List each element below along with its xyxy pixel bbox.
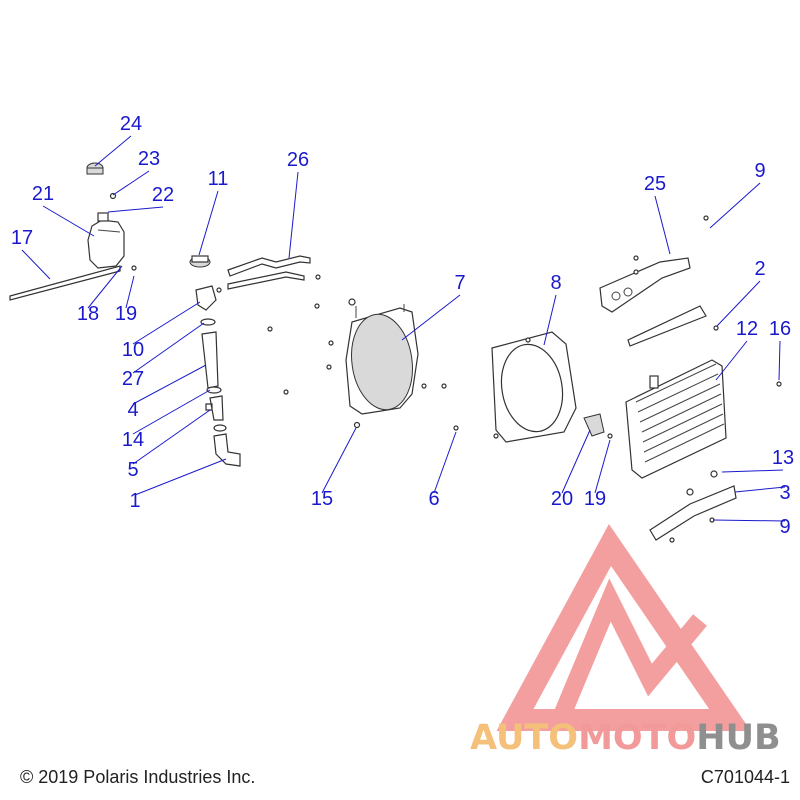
hose-clamp-1 — [213, 424, 227, 432]
leader-line-c21 — [42, 205, 95, 237]
leader-line-c24 — [94, 135, 132, 167]
callout-c16: 16 — [769, 318, 791, 340]
leader-line-c6 — [433, 431, 457, 494]
leader-line-c5 — [132, 409, 211, 465]
vent-hose-2 — [627, 305, 707, 347]
leader-line-c13 — [721, 469, 784, 473]
callout-c22: 22 — [152, 184, 174, 206]
tank-cap — [86, 162, 104, 175]
leader-line-c23 — [112, 170, 150, 196]
callout-c5: 5 — [127, 459, 138, 481]
leader-line-c3 — [734, 486, 786, 493]
callout-c26: 26 — [287, 149, 309, 171]
support-bracket — [599, 255, 691, 313]
brand-auto: AUTO — [470, 718, 579, 758]
leader-line-c26 — [288, 171, 299, 259]
leader-line-c22 — [107, 206, 164, 213]
leader-line-c7 — [401, 294, 461, 341]
hose-clamp-14 — [206, 386, 222, 394]
leader-line-c4 — [132, 364, 207, 405]
callout-c8: 8 — [550, 272, 561, 294]
callout-c14: 14 — [122, 429, 144, 451]
hose-tee-5 — [205, 395, 224, 421]
triangle-logo-icon — [496, 523, 751, 731]
leader-line-c17 — [21, 249, 51, 280]
radiator-core — [625, 359, 727, 479]
callout-c1: 1 — [129, 490, 140, 512]
brand-hub: HUB — [696, 718, 781, 758]
leader-line-c25 — [654, 195, 671, 255]
callout-c23: 23 — [138, 148, 160, 170]
callout-c11: 11 — [208, 168, 229, 190]
callout-c18: 18 — [77, 303, 99, 325]
leader-line-c1 — [134, 458, 227, 496]
coolant-hose-4 — [201, 331, 219, 389]
callout-c6: 6 — [428, 488, 439, 510]
fan-bolts — [267, 274, 459, 431]
drawing-id: C701044-1 — [700, 767, 790, 787]
callout-c20: 20 — [551, 488, 573, 510]
callout-c24: 24 — [120, 113, 142, 135]
leader-line-c19b — [594, 439, 611, 494]
leader-line-c11 — [198, 190, 219, 256]
callout-c9a: 9 — [754, 160, 765, 182]
leader-line-c27 — [132, 322, 205, 374]
screw-19b — [607, 433, 613, 439]
long-hose-26 — [227, 255, 311, 290]
callout-c19a: 19 — [115, 303, 137, 325]
leader-line-c12 — [715, 340, 748, 381]
filler-neck — [195, 285, 222, 311]
leader-line-c16 — [778, 340, 781, 381]
screw-19a — [131, 265, 137, 271]
leader-line-c9a — [709, 182, 761, 229]
callout-c13: 13 — [772, 447, 794, 469]
expansion-tank — [87, 212, 125, 269]
elbow-hose-1 — [213, 433, 241, 467]
callout-c17: 17 — [11, 227, 33, 249]
leader-line-c19a — [125, 275, 135, 309]
leader-line-c8 — [543, 294, 557, 346]
leader-line-c2 — [716, 280, 761, 327]
callout-c2: 2 — [754, 258, 765, 280]
callout-c19b: 19 — [584, 488, 606, 510]
fan-assembly — [345, 298, 419, 415]
callout-c3: 3 — [779, 482, 790, 504]
callout-c12: 12 — [736, 318, 758, 340]
bracket-20 — [583, 413, 605, 437]
callout-c25: 25 — [644, 173, 666, 195]
radiator-shroud — [491, 331, 577, 443]
leader-line-c15 — [321, 427, 357, 494]
callout-c10: 10 — [122, 339, 144, 361]
callout-c7: 7 — [454, 272, 465, 294]
leader-line-c10 — [132, 301, 201, 345]
screw-9a — [703, 215, 709, 221]
callout-c9b: 9 — [779, 516, 790, 538]
automotohub-brand: AUTOMOTOHUB — [470, 718, 781, 758]
leader-line-c20 — [561, 429, 591, 494]
radiator-cap — [189, 255, 211, 268]
copyright-notice: © 2019 Polaris Industries Inc. — [20, 767, 256, 787]
screw-16 — [776, 381, 782, 387]
hose-clamp-27 — [200, 318, 216, 326]
leader-line-c18 — [87, 265, 123, 309]
brand-moto: MOTO — [578, 718, 697, 758]
overflow-hose — [9, 265, 121, 301]
callout-c27: 27 — [122, 368, 144, 390]
callout-c21: 21 — [32, 183, 54, 205]
leader-line-c14 — [132, 389, 211, 435]
lower-bracket — [649, 470, 737, 543]
callout-c15: 15 — [311, 488, 333, 510]
screw-2 — [713, 325, 719, 331]
leader-line-c9b — [712, 519, 786, 522]
callout-c4: 4 — [127, 399, 138, 421]
